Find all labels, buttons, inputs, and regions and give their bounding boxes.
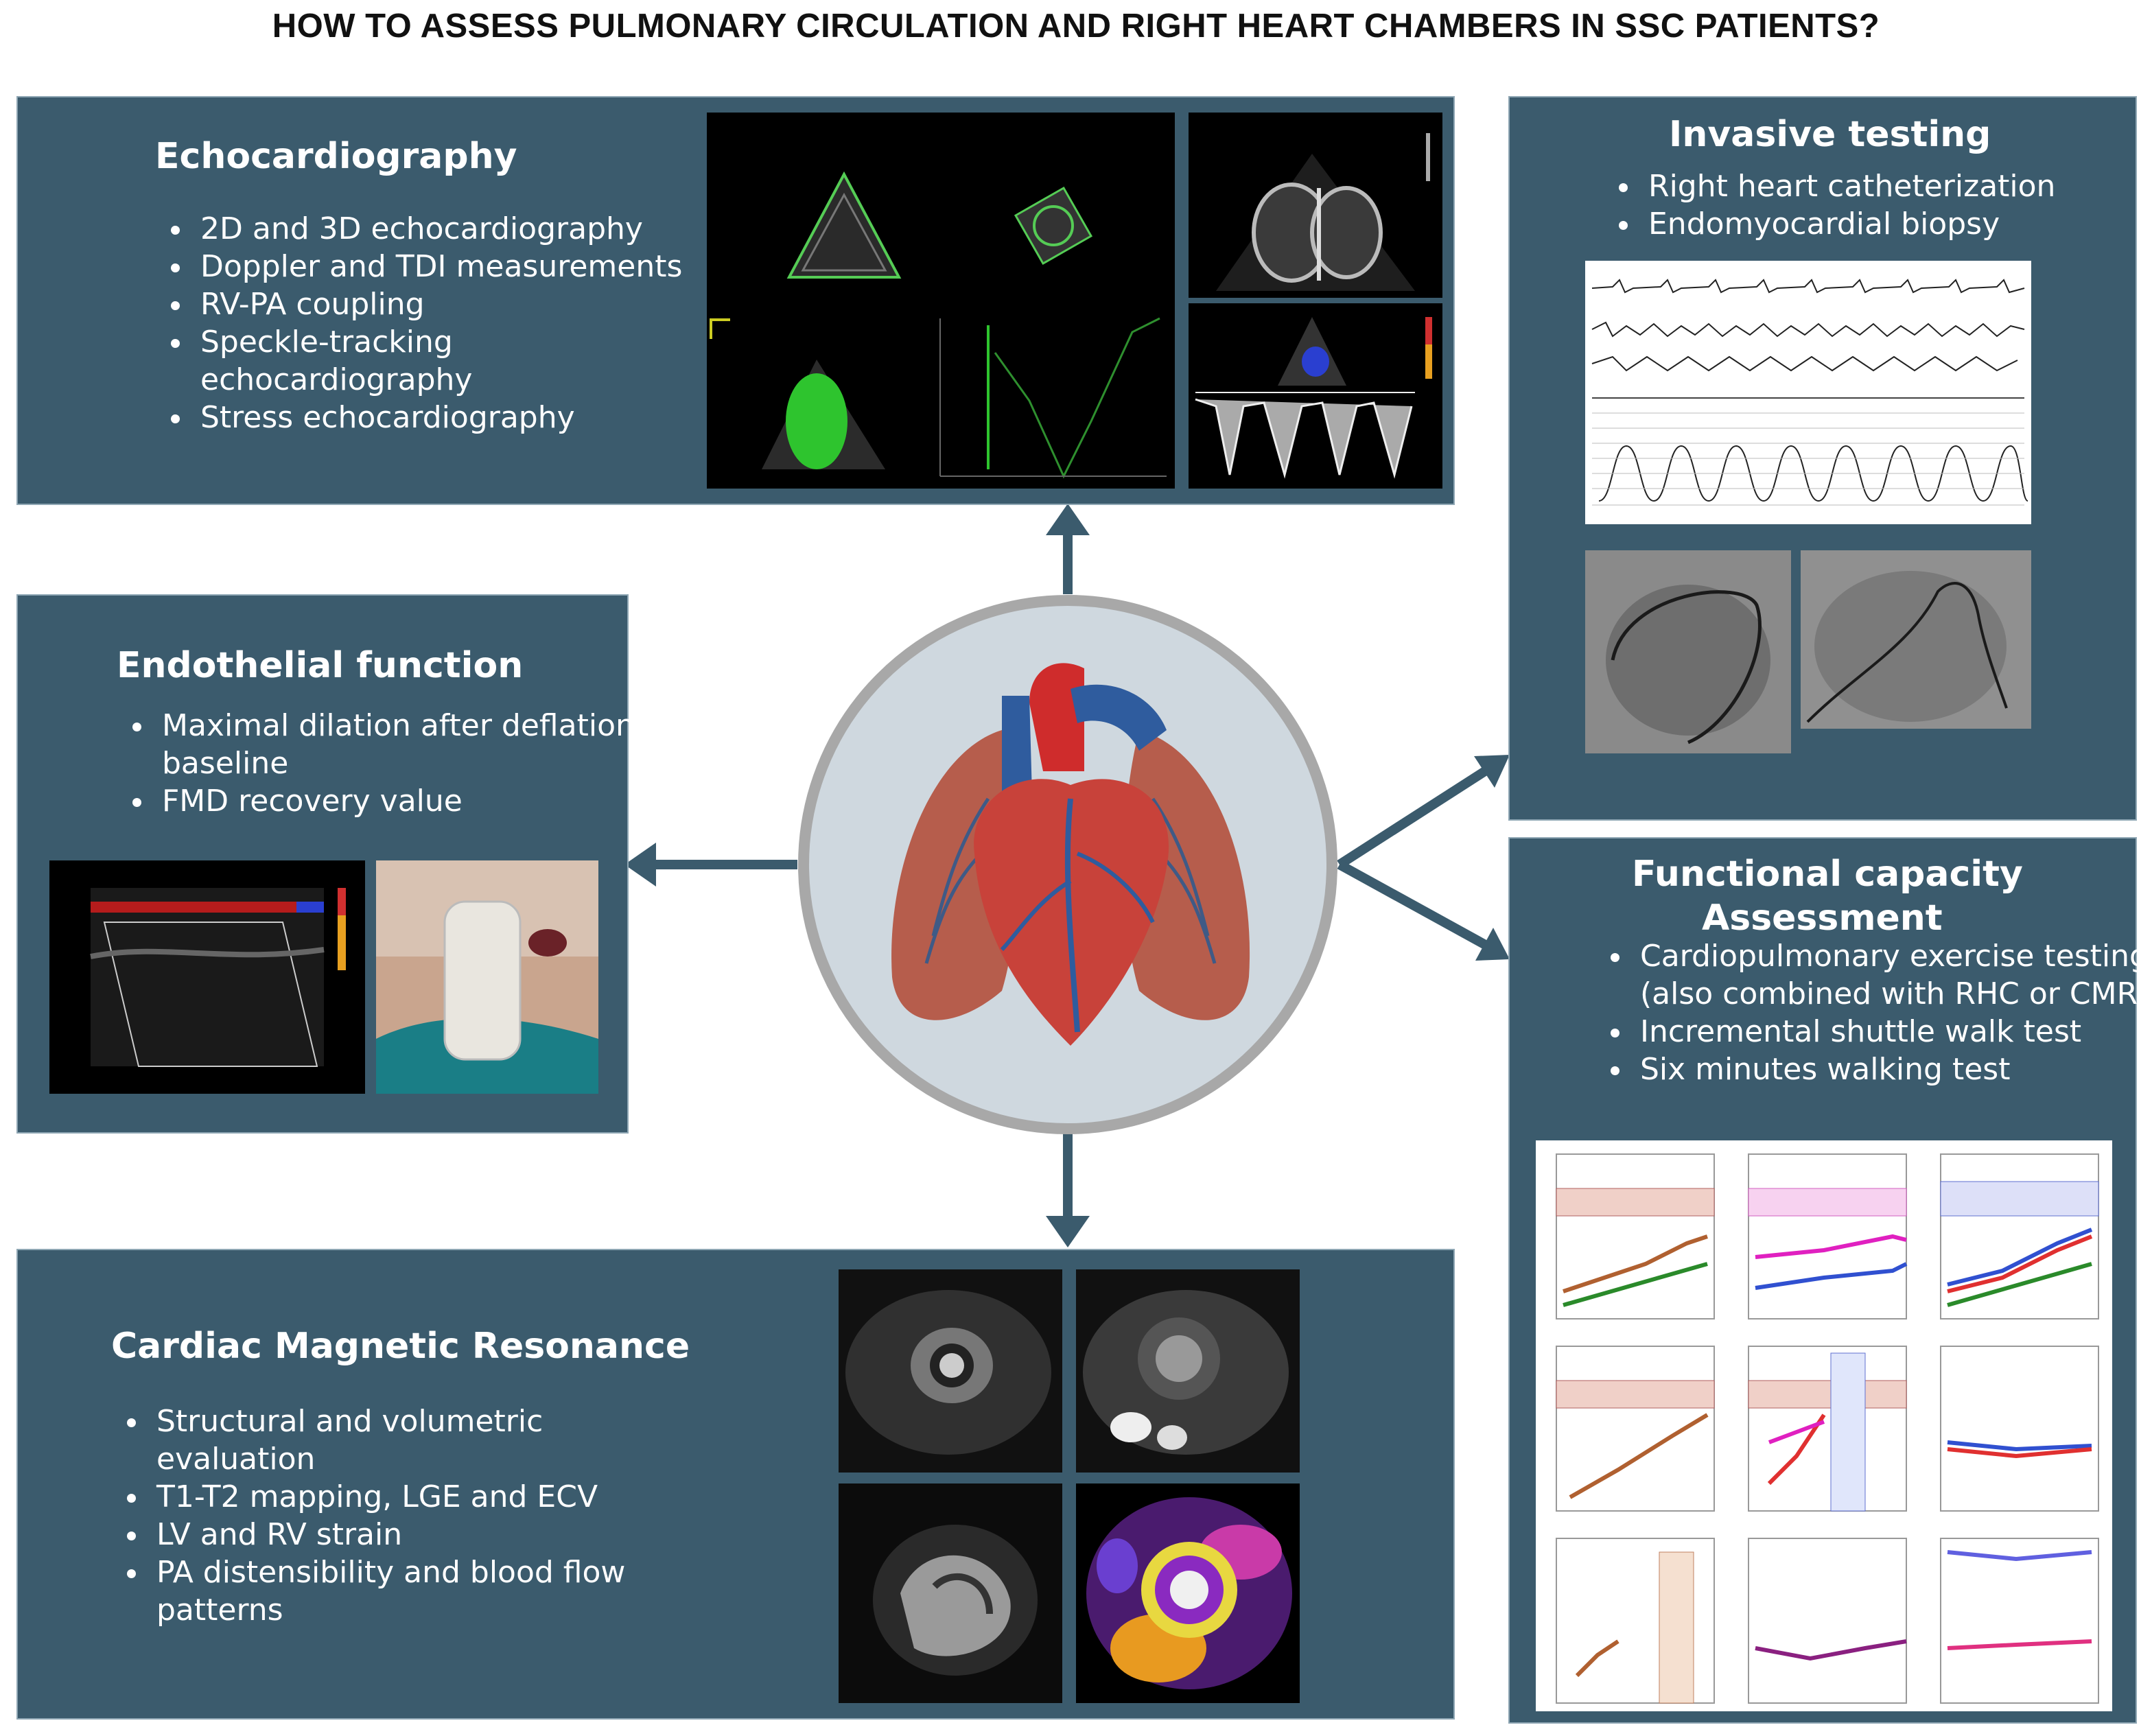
list-item: Six minutes walking test: [1633, 1051, 2152, 1088]
echocardiography-title: Echocardiography: [155, 136, 517, 177]
list-item: 2D and 3D echocardiography: [194, 210, 729, 248]
cmr-lge-image: [1076, 1269, 1300, 1473]
list-item: Incremental shuttle walk test: [1633, 1013, 2152, 1051]
endothelial-function-list: Maximal dilation after deflation baselin…: [117, 707, 635, 820]
list-item: Speckle-tracking echocardiography: [194, 323, 729, 399]
arrow-head-up-icon: [1046, 504, 1090, 535]
brachial-ultrasound-image: [49, 860, 365, 1094]
fmd-probe-photo: [376, 860, 598, 1094]
echocardiography-list: 2D and 3D echocardiography Doppler and T…: [155, 210, 729, 436]
list-item: Maximal dilation after deflation baselin…: [155, 707, 635, 782]
page-title: HOW TO ASSESS PULMONARY CIRCULATION AND …: [272, 8, 1880, 45]
list-item: Doppler and TDI measurements: [194, 248, 729, 285]
list-item: FMD recovery value: [155, 782, 635, 820]
arrow-head-left-icon: [624, 843, 656, 887]
cpet-nine-panel-plot-image: [1536, 1140, 2112, 1711]
echo-doppler-image: [1189, 303, 1442, 489]
functional-capacity-list: Cardiopulmonary exercise testing (also c…: [1595, 937, 2152, 1088]
list-item: RV-PA coupling: [194, 285, 729, 323]
heart-lungs-illustration: [798, 595, 1337, 1134]
endothelial-function-title: Endothelial function: [117, 645, 524, 686]
cmr-short-axis-cine-image: [839, 1269, 1062, 1473]
arrow-to-functional: [1337, 860, 1492, 952]
cmr-t1-map-image: [1076, 1483, 1300, 1703]
arrow-head-downright-icon: [1475, 928, 1510, 961]
list-item: LV and RV strain: [150, 1516, 685, 1553]
list-item: Endomyocardial biopsy: [1641, 205, 2152, 243]
functional-capacity-panel: Functional capacity Assessment Cardiopul…: [1508, 837, 2149, 1724]
cardiac-mr-list: Structural and volumetric evaluation T1-…: [111, 1403, 685, 1629]
cardiac-mr-panel: Cardiac Magnetic Resonance Structural an…: [16, 1249, 1455, 1720]
echo-3d-image: [707, 113, 1175, 489]
arrow-head-upright-icon: [1474, 755, 1510, 788]
endothelial-function-panel: Endothelial function Maximal dilation af…: [16, 594, 635, 1134]
fluoroscopy-catheter-image-2: [1801, 550, 2031, 729]
invasive-testing-list: Right heart catheterization Endomyocardi…: [1603, 167, 2152, 243]
list-item: Cardiopulmonary exercise testing (also c…: [1633, 937, 2152, 1013]
arrow-head-down-icon: [1046, 1216, 1090, 1247]
echocardiography-panel: Echocardiography 2D and 3D echocardiogra…: [16, 96, 1455, 505]
list-item: T1-T2 mapping, LGE and ECV: [150, 1478, 685, 1516]
functional-capacity-title-line2: Assessment: [1702, 898, 1943, 939]
list-item: Stress echocardiography: [194, 399, 729, 436]
invasive-testing-panel: Invasive testing Right heart catheteriza…: [1508, 96, 2137, 821]
cardiac-mr-title: Cardiac Magnetic Resonance: [111, 1326, 690, 1367]
arrow-to-invasive: [1337, 764, 1492, 869]
cmr-four-chamber-image: [839, 1483, 1062, 1703]
functional-capacity-title-line1: Functional capacity: [1632, 854, 2023, 895]
hemodynamic-tracing-image: [1585, 261, 2031, 524]
invasive-testing-title: Invasive testing: [1669, 114, 1991, 155]
list-item: Structural and volumetric evaluation: [150, 1403, 685, 1478]
fluoroscopy-catheter-image-1: [1585, 550, 1791, 753]
list-item: Right heart catheterization: [1641, 167, 2152, 205]
list-item: PA distensibility and blood flow pattern…: [150, 1553, 685, 1629]
echo-2d-image: [1189, 113, 1442, 298]
